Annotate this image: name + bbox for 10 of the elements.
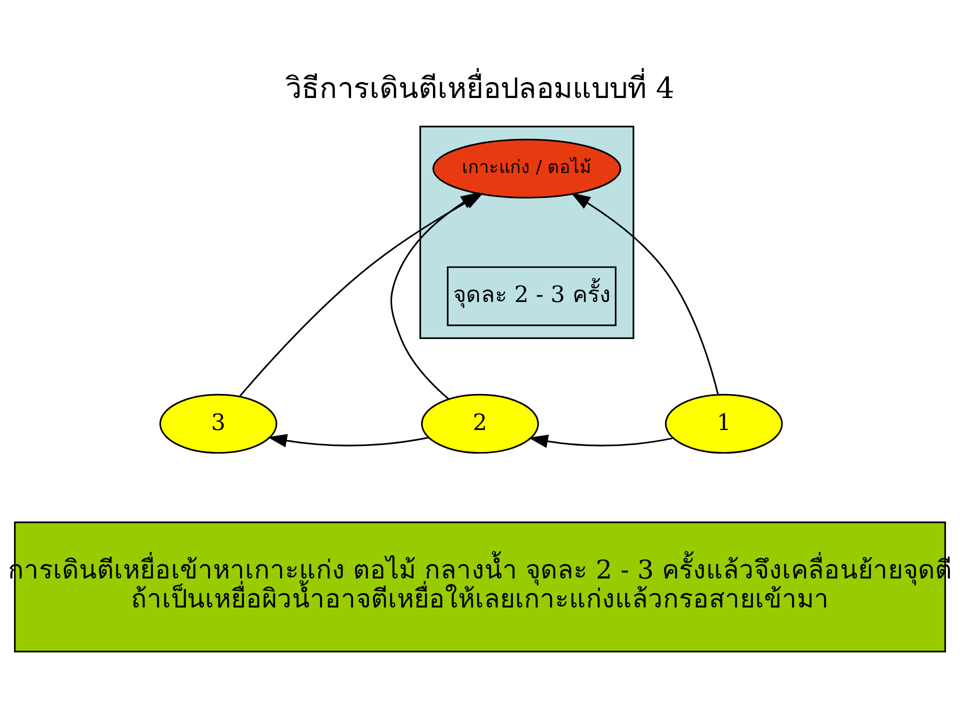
arrow	[390, 192, 480, 400]
node-ellipse: 2	[421, 394, 539, 454]
arrow	[570, 192, 719, 395]
arrow	[268, 434, 429, 448]
node-ellipse: 3	[159, 394, 278, 454]
arrow	[528, 434, 673, 448]
node-ellipse: 1	[664, 394, 783, 454]
node-ellipse: เกาะแก่ง / ตอไม้	[432, 138, 622, 198]
cluster	[419, 126, 634, 339]
node-box: จุดละ 2 - 3 ครั้ง	[446, 266, 616, 326]
